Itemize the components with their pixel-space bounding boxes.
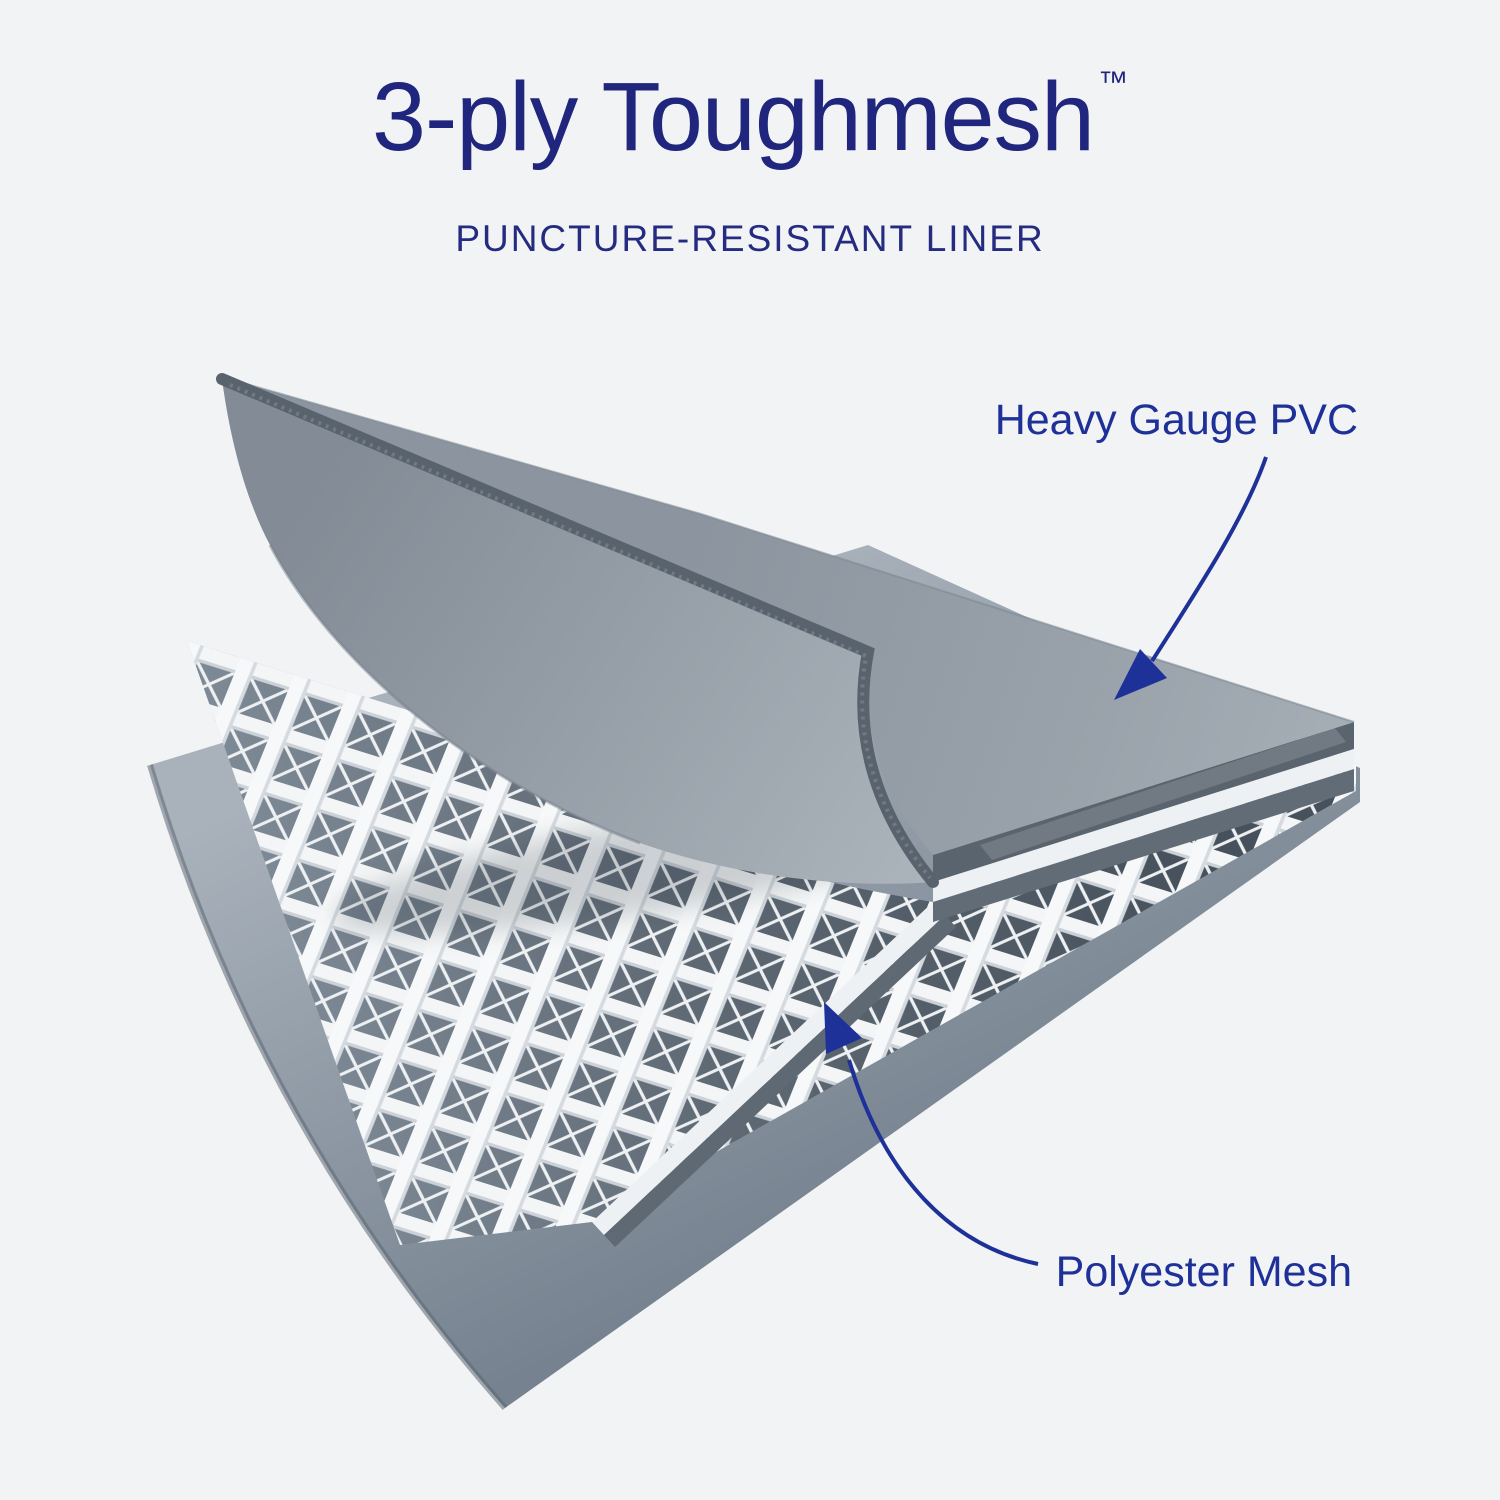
trademark-symbol: ™ xyxy=(1097,66,1128,99)
laminate-edge xyxy=(933,722,1354,922)
pvc-curl xyxy=(216,373,939,888)
pvc-arrow xyxy=(1114,456,1268,700)
callout-polyester-mesh: Polyester Mesh xyxy=(1055,1248,1352,1296)
callout-heavy-gauge-pvc: Heavy Gauge PVC xyxy=(994,396,1358,444)
mesh-arrow xyxy=(824,1002,1039,1266)
page-subtitle: PUNCTURE-RESISTANT LINER xyxy=(455,218,1045,259)
